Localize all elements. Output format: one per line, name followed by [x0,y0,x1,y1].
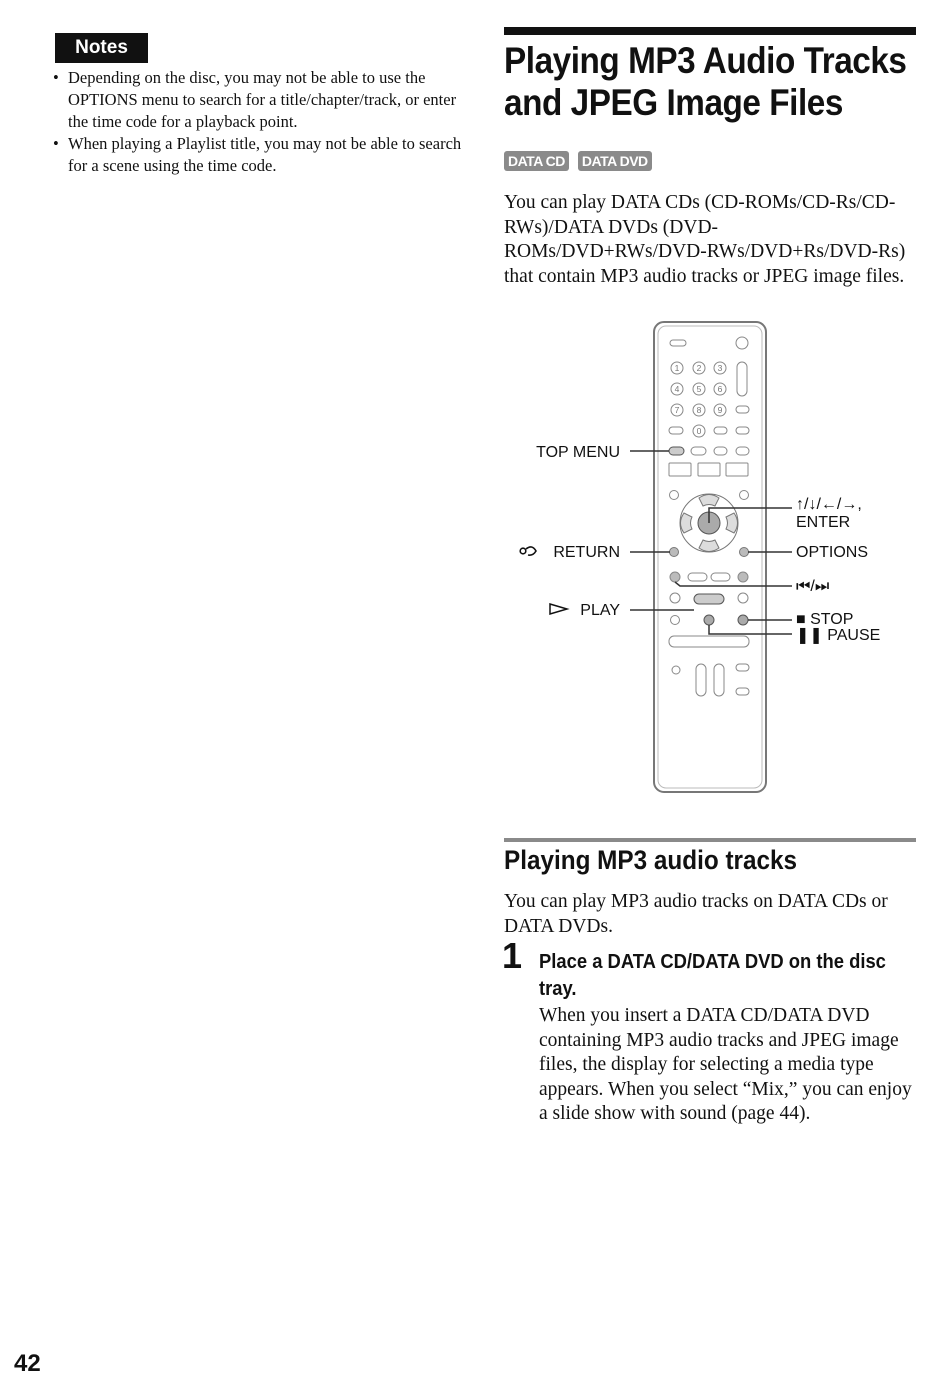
top-menu-key [668,446,685,456]
step-title: Place a DATA CD/DATA DVD on the disc tra… [539,951,886,1000]
label-pause: ❚❚ PAUSE [796,627,880,644]
label-arrows: ↑/↓/←/→, [796,496,862,513]
step-body: When you insert a DATA CD/DATA DVD conta… [539,1005,912,1124]
digit-key: 0 [697,426,702,436]
digit-key: 3 [718,363,723,373]
next-key [737,571,749,583]
label-return: RETURN [553,544,620,561]
stop-key [737,614,749,626]
subsection-intro: You can play MP3 audio tracks on DATA CD… [504,891,888,937]
pause-key [703,614,715,626]
step-number: 1 [502,935,523,976]
page-title-line-1: Playing MP3 Audio Tracks [504,40,907,81]
remote-control-illustration: 1 2 3 4 5 6 7 8 9 0 [519,321,880,793]
remote-body [653,321,767,793]
prev-key [669,571,681,583]
section-top-rule [504,27,916,35]
notes-heading: Notes [55,33,148,63]
label-enter: ENTER [796,514,850,531]
section-intro: You can play DATA CDs (CD-ROMs/CD-Rs/CD-… [504,192,906,287]
page-number: 42 [14,1350,41,1377]
note-item: When playing a Playlist title, you may n… [53,133,473,177]
notes-list: Depending on the disc, you may not be ab… [53,67,473,177]
subsection-rule [504,838,916,842]
digit-key: 5 [697,384,702,394]
subsection-title: Playing MP3 audio tracks [504,845,798,875]
number-keypad [668,361,750,438]
play-icon [549,602,570,616]
label-top-menu: TOP MENU [536,444,620,461]
power-button-icon [735,336,749,350]
label-stop: ■ STOP [796,611,853,628]
return-key [669,547,679,557]
data-dvd-badge: DATA DVD [577,151,652,171]
label-play: PLAY [580,602,620,619]
digit-key: 6 [718,384,723,394]
data-cd-badge: DATA CD [504,151,569,171]
label-options: OPTIONS [796,544,868,561]
digit-key: 2 [697,363,702,373]
digit-key: 1 [675,363,680,373]
disc-type-badges: DATA CD DATA DVD [504,151,652,171]
digit-key: 7 [675,405,680,415]
options-key [739,547,749,557]
digit-key: 8 [697,405,702,415]
page-title: Playing MP3 Audio Tracks and JPEG Image … [504,40,907,124]
return-icon [519,546,537,556]
play-key [693,593,725,605]
digit-key: 9 [718,405,723,415]
note-item: Depending on the disc, you may not be ab… [53,67,473,133]
label-prev-next: ⏮/⏭ [796,578,829,595]
page-title-line-2: and JPEG Image Files [504,82,843,123]
digit-key: 4 [675,384,680,394]
